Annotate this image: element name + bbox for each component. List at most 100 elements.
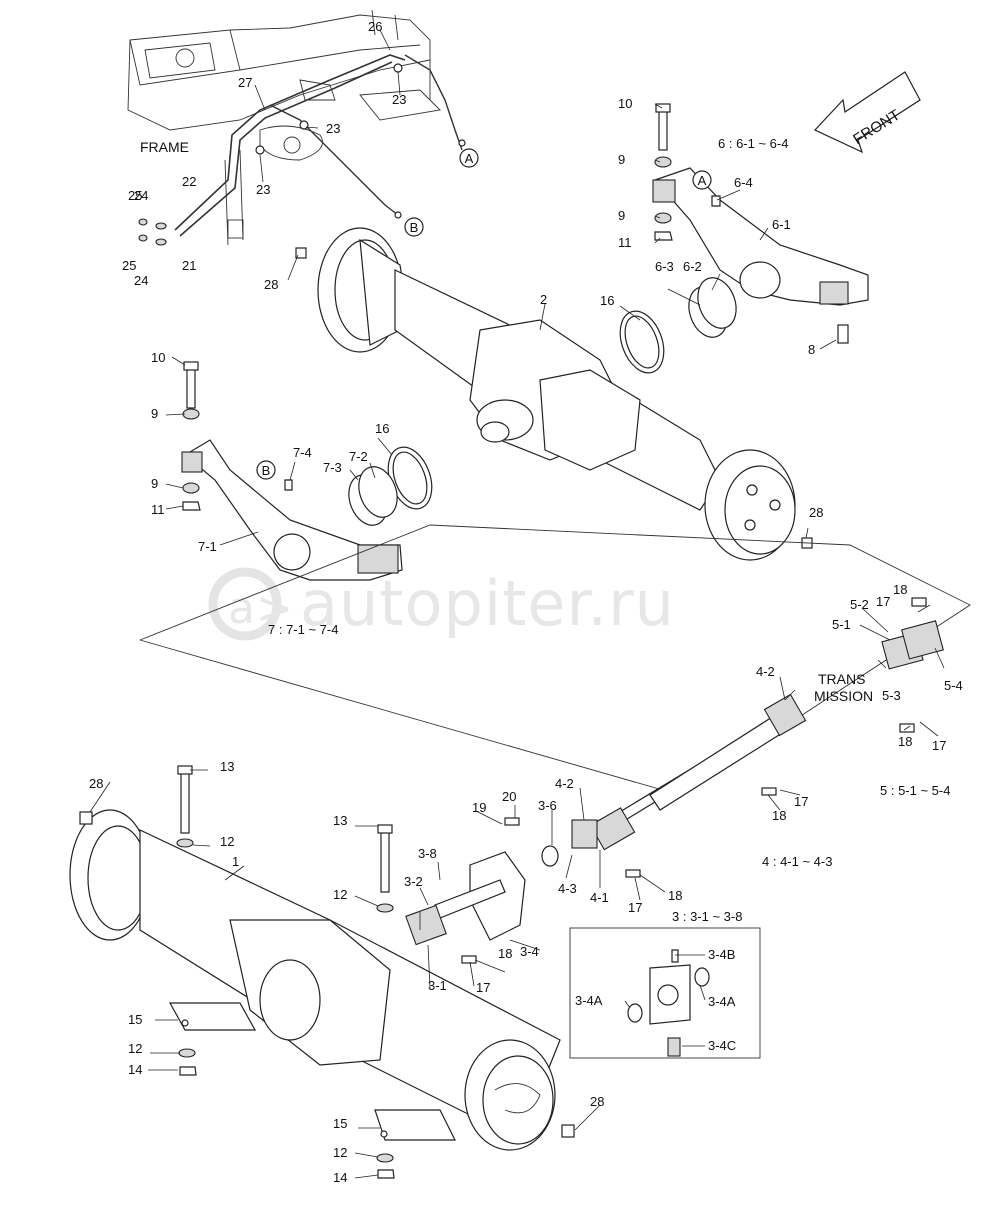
part-number-label: 14 xyxy=(333,1170,347,1185)
part-number-label: 1 xyxy=(232,854,239,869)
part-number-label: 11 xyxy=(618,235,632,250)
part-number-label: 17 xyxy=(476,980,490,995)
part-number-label: 13 xyxy=(333,813,347,828)
part-number-label: 4-3 xyxy=(558,881,577,896)
group-5-label: 5 : 5-1 ~ 5-4 xyxy=(880,783,950,798)
group-7-outline xyxy=(139,524,971,796)
group-4-label: 4 : 4-1 ~ 4-3 xyxy=(762,854,832,869)
front-hardware xyxy=(182,103,813,549)
front-direction-arrow: FRONT xyxy=(813,71,921,154)
propeller-shaft xyxy=(405,693,807,946)
rear-axle-assembly xyxy=(69,809,561,1151)
part-number-label: 18 xyxy=(668,888,682,903)
part-number-label: 8 xyxy=(808,342,815,357)
part-number-label: 12 xyxy=(333,1145,347,1160)
part-number-label: 17 xyxy=(794,794,808,809)
part-number-label: 3-2 xyxy=(404,874,423,889)
callout-circle-letters: A B A B xyxy=(262,151,707,478)
part-number-label: 5-1 xyxy=(832,617,851,632)
part-number-label: 9 xyxy=(151,476,158,491)
part-number-label: 3-4A xyxy=(575,993,603,1008)
part-number-label: 6-2 xyxy=(683,259,702,274)
bracket-6-1 xyxy=(652,167,869,344)
part-number-label: 16 xyxy=(600,293,614,308)
part-number-label: 28 xyxy=(89,776,103,791)
part-number-label: 16 xyxy=(375,421,389,436)
frame-label: FRAME xyxy=(140,139,189,155)
callout-b-top xyxy=(404,217,424,237)
callout-a-bracket xyxy=(692,170,712,190)
part-number-label: 6-4 xyxy=(734,175,753,190)
part-number-label: 3-4B xyxy=(708,947,735,962)
part-number-label: 18 xyxy=(898,734,912,749)
section-labels: FRAME TRANS MISSION 6 : 6-1 ~ 6-4 7 : 7-… xyxy=(140,136,950,924)
part-number-label: 4-2 xyxy=(756,664,775,679)
part-number-label: 20 xyxy=(502,789,516,804)
part-number-label: 3-4C xyxy=(708,1038,736,1053)
transmission-label-2: MISSION xyxy=(814,688,873,704)
part-number-label: 24 xyxy=(134,188,148,203)
detail-3-4-parts xyxy=(627,949,710,1057)
detail-3-4-box xyxy=(569,927,761,1059)
part-number-label: 14 xyxy=(128,1062,142,1077)
part-number-label: 6-3 xyxy=(655,259,674,274)
part-number-label: 21 xyxy=(182,258,196,273)
callout-a-letter: A xyxy=(465,151,474,166)
part-number-label: 7-3 xyxy=(323,460,342,475)
transmission-yoke xyxy=(461,597,944,964)
part-number-label: 17 xyxy=(932,738,946,753)
frame-drawing xyxy=(127,9,441,246)
part-number-label: 25 xyxy=(122,258,136,273)
part-number-label: 26 xyxy=(368,19,382,34)
rear-hardware xyxy=(79,765,575,1179)
part-number-label: 5-3 xyxy=(882,688,901,703)
part-number-label: 23 xyxy=(256,182,270,197)
part-number-label: 23 xyxy=(392,92,406,107)
part-number-label: 27 xyxy=(238,75,252,90)
callout-b-letter: B xyxy=(410,220,419,235)
watermark-symbol: a> xyxy=(228,583,294,634)
part-number-label: 17 xyxy=(876,594,890,609)
part-number-label: 23 xyxy=(326,121,340,136)
part-number-label: 15 xyxy=(333,1116,347,1131)
front-seals-bushings xyxy=(348,277,737,526)
part-number-label: 10 xyxy=(151,350,165,365)
part-number-label: 18 xyxy=(772,808,786,823)
part-number-label: 18 xyxy=(893,582,907,597)
part-number-label: 7-1 xyxy=(198,539,217,554)
part-number-label: 9 xyxy=(618,152,625,167)
part-number-label: 4-2 xyxy=(555,776,574,791)
part-number-label: 3-4A xyxy=(708,994,736,1009)
part-number-label: 4-1 xyxy=(590,890,609,905)
part-number-label: 9 xyxy=(151,406,158,421)
part-number-label: 6-1 xyxy=(772,217,791,232)
part-number-label: 12 xyxy=(333,887,347,902)
part-number-label: 9 xyxy=(618,208,625,223)
callout-circles xyxy=(256,148,712,480)
part-number-label: 18 xyxy=(498,946,512,961)
part-number-label: 5-2 xyxy=(850,597,869,612)
transmission-label-1: TRANS xyxy=(818,671,865,687)
part-number-labels: 26272323232221242425251099116-46-16-26-3… xyxy=(89,19,963,1185)
group-3-label: 3 : 3-1 ~ 3-8 xyxy=(672,909,742,924)
part-number-label: 19 xyxy=(472,800,486,815)
part-number-label: 11 xyxy=(151,502,165,517)
part-number-label: 28 xyxy=(264,277,278,292)
part-number-label: 28 xyxy=(809,505,823,520)
callout-b-bracket xyxy=(256,460,276,480)
callout-a-top xyxy=(459,148,479,168)
part-number-label: 13 xyxy=(220,759,234,774)
leader-lines xyxy=(89,29,945,1179)
part-number-label: 12 xyxy=(128,1041,142,1056)
part-number-label: 3-8 xyxy=(418,846,437,861)
frame-fittings xyxy=(138,63,403,246)
bracket-7-1 xyxy=(181,439,403,581)
part-number-label: 3-4 xyxy=(520,944,539,959)
part-number-label: 25 xyxy=(128,188,142,203)
part-number-label: 7-4 xyxy=(293,445,312,460)
hydraulic-lines xyxy=(174,54,466,237)
group-7-label: 7 : 7-1 ~ 7-4 xyxy=(268,622,338,637)
part-number-label: 28 xyxy=(590,1094,604,1109)
